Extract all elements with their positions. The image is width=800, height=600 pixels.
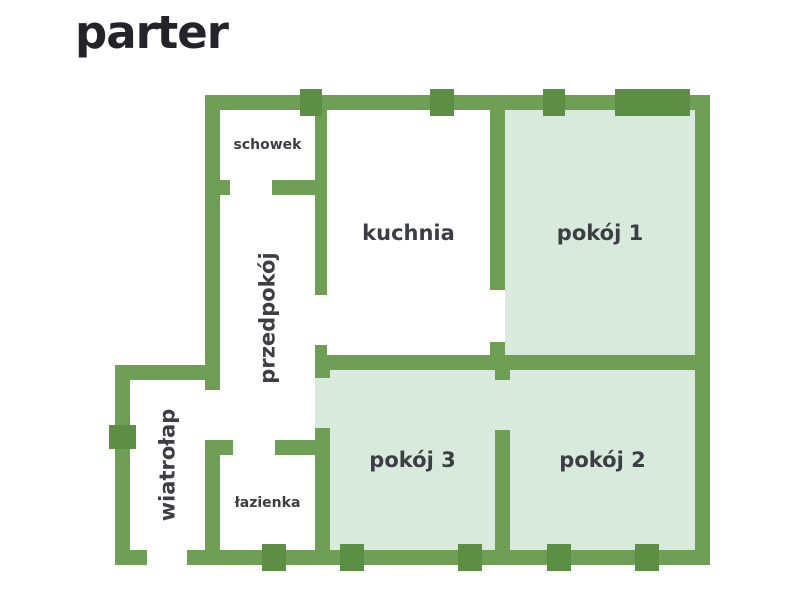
room-label-przedpokoj: przedpokój: [255, 251, 280, 384]
room-label-pokoj-3: pokój 3: [369, 448, 456, 472]
room-label-kuchnia: kuchnia: [362, 220, 455, 245]
door-gap-pokoj-3-pokoj-2: [495, 380, 510, 430]
window-marker-left-1: [109, 425, 136, 449]
window-marker-bottom-2: [340, 544, 364, 571]
window-marker-top-2: [430, 89, 454, 116]
room-label-pokoj-1: pokój 1: [556, 220, 644, 245]
room-lazienka: łazienka: [220, 455, 315, 550]
door-gap-wiatrolap: [205, 390, 220, 440]
room-pokoj-2: pokój 2: [510, 370, 695, 550]
window-marker-top-4: [615, 89, 690, 116]
door-gap-przedpokoj-pokoj-3: [315, 378, 330, 428]
room-wiatrolap: wiatrołap: [130, 380, 205, 550]
window-marker-top-1: [300, 89, 322, 116]
door-gap-entrance: [147, 550, 187, 565]
room-schowek: schowek: [220, 110, 315, 180]
door-gap-lazienka: [233, 440, 275, 455]
window-marker-bottom-1: [262, 544, 286, 571]
window-marker-bottom-4: [547, 544, 571, 571]
room-label-wiatrolap: wiatrołap: [155, 408, 180, 522]
room-label-pokoj-2: pokój 2: [559, 448, 646, 472]
room-przedpokoj: przedpokój: [220, 195, 315, 440]
floor-plan: schowek kuchnia pokój 1 przedpokój wiatr…: [109, 89, 710, 571]
door-gap-przedpokoj-kuchnia: [315, 295, 327, 345]
page-title: parter: [75, 6, 229, 59]
door-gap-schowek: [230, 180, 272, 195]
window-marker-top-3: [543, 89, 565, 116]
room-pokoj-1: pokój 1: [505, 110, 695, 355]
room-label-schowek: schowek: [233, 137, 302, 153]
room-pokoj-3: pokój 3: [330, 370, 495, 550]
room-kuchnia: kuchnia: [327, 110, 490, 355]
window-marker-bottom-3: [458, 544, 482, 571]
room-label-lazienka: łazienka: [234, 494, 301, 511]
window-marker-bottom-5: [635, 544, 659, 571]
door-gap-kuchnia-pokoj-1: [490, 290, 505, 342]
